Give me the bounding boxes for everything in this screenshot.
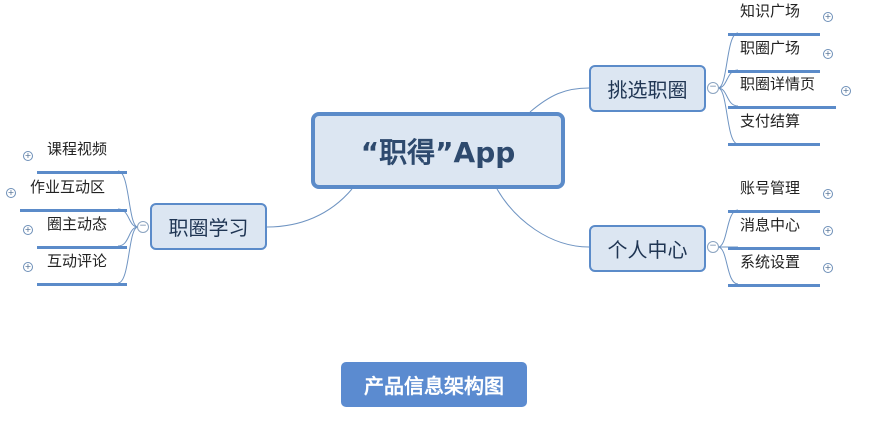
expand-icon[interactable]: + <box>823 12 833 22</box>
expand-icon[interactable]: + <box>823 226 833 236</box>
collapse-icon[interactable]: − <box>707 82 719 94</box>
leaf-node[interactable]: 支付结算 <box>728 112 820 146</box>
expand-icon[interactable]: + <box>23 151 33 161</box>
leaf-node[interactable]: 知识广场 <box>728 2 820 36</box>
expand-icon[interactable]: + <box>823 189 833 199</box>
expand-icon[interactable]: + <box>823 49 833 59</box>
branch-personal-center[interactable]: 个人中心 <box>589 225 706 272</box>
branch-circle-learning[interactable]: 职圈学习 <box>150 203 267 250</box>
central-node[interactable]: “职得”App <box>311 112 565 189</box>
expand-icon[interactable]: + <box>23 262 33 272</box>
leaf-node[interactable]: 课程视频 <box>37 140 127 174</box>
leaf-node[interactable]: 作业互动区 <box>20 178 127 212</box>
leaf-node[interactable]: 职圈广场 <box>728 39 820 73</box>
expand-icon[interactable]: + <box>841 86 851 96</box>
collapse-icon[interactable]: − <box>137 221 149 233</box>
leaf-node[interactable]: 互动评论 <box>37 252 127 286</box>
leaf-node[interactable]: 系统设置 <box>728 253 820 287</box>
diagram-caption: 产品信息架构图 <box>341 362 527 407</box>
collapse-icon[interactable]: − <box>707 241 719 253</box>
leaf-node[interactable]: 消息中心 <box>728 216 820 250</box>
expand-icon[interactable]: + <box>6 188 16 198</box>
leaf-node[interactable]: 账号管理 <box>728 179 820 213</box>
branch-select-circle[interactable]: 挑选职圈 <box>589 65 706 112</box>
leaf-node[interactable]: 圈主动态 <box>37 215 127 249</box>
leaf-node[interactable]: 职圈详情页 <box>728 75 836 109</box>
expand-icon[interactable]: + <box>823 263 833 273</box>
expand-icon[interactable]: + <box>23 225 33 235</box>
